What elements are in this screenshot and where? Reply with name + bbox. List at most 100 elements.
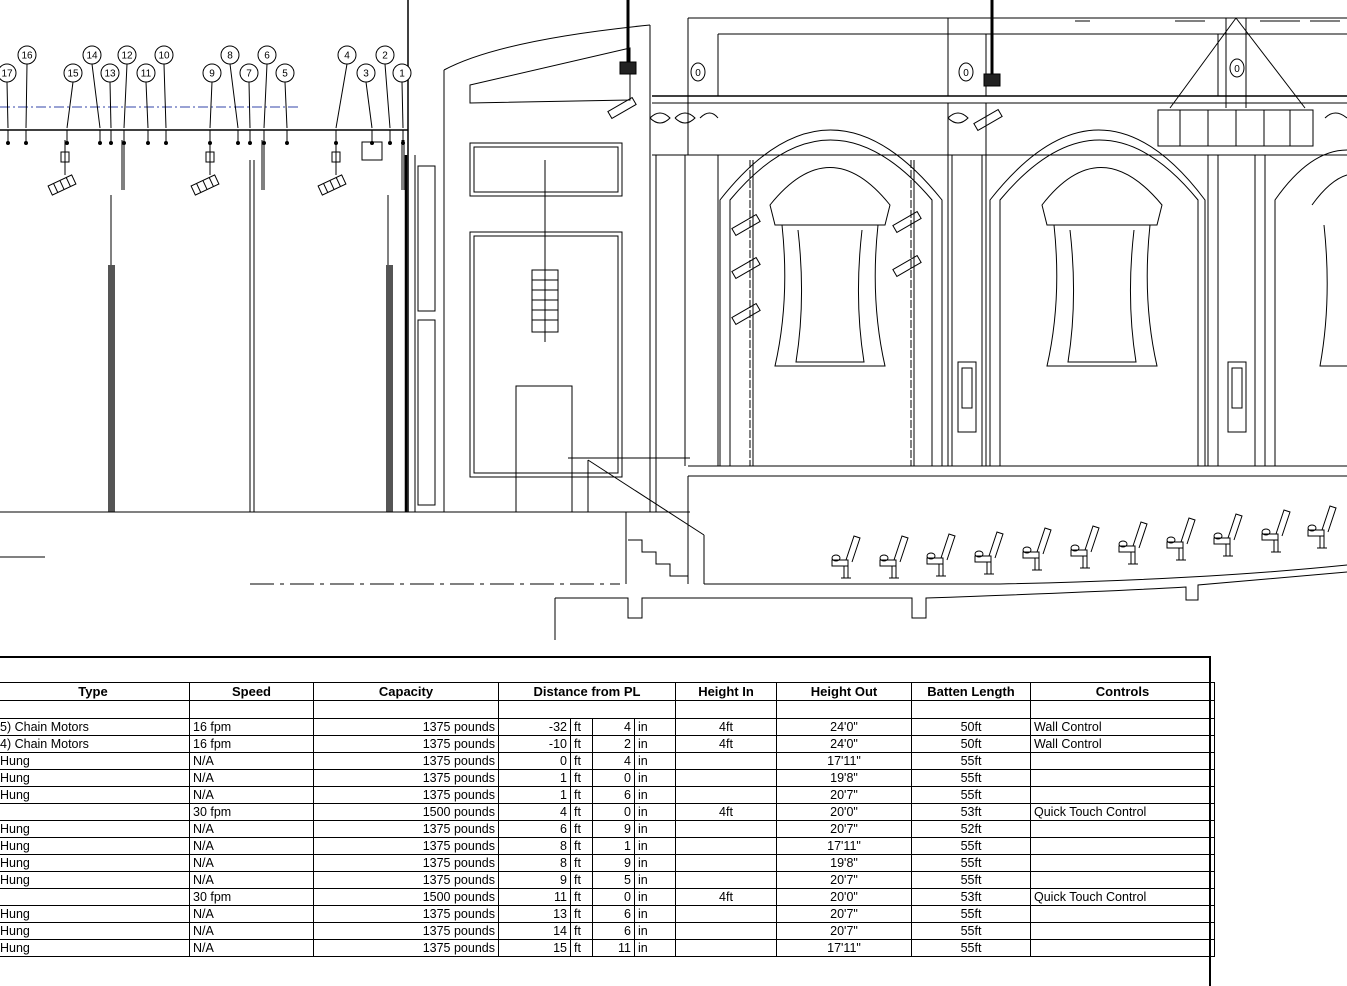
cell-height-in: 4ft	[675, 888, 777, 906]
cell-type	[0, 803, 190, 821]
cell-batten: 55ft	[911, 871, 1031, 889]
line-set-bubble	[117, 45, 137, 65]
cell-in-val: 6	[592, 922, 635, 940]
ceiling-marks: 0 0 0	[690, 58, 1245, 82]
cell-height-in	[675, 837, 777, 855]
cell-ft-unit: ft	[570, 735, 593, 753]
cell-in-unit: in	[634, 769, 676, 787]
batten-hook-end	[236, 141, 240, 145]
line-set-number: 2	[382, 51, 388, 62]
cell-ft-val: 6	[498, 820, 571, 838]
cell-ft-val: -32	[498, 718, 571, 736]
cell-type: Hung	[0, 939, 190, 957]
cell-height-in	[675, 786, 777, 804]
cell-batten: 55ft	[911, 837, 1031, 855]
cell-controls	[1030, 939, 1215, 957]
cell-in-val: 9	[592, 854, 635, 872]
leader-line	[401, 81, 404, 129]
table-header-row: Type Speed Capacity Distance from PL Hei…	[0, 682, 1215, 701]
cell-controls: Quick Touch Control	[1030, 888, 1215, 906]
cell-in-unit: in	[634, 803, 676, 821]
cell-height-in	[675, 769, 777, 787]
batten-hook-end	[24, 141, 28, 145]
cell-ft-val: 11	[498, 888, 571, 906]
cell-speed: N/A	[189, 786, 314, 804]
column-header-distance: Distance from PL	[498, 682, 676, 701]
cell-speed: N/A	[189, 922, 314, 940]
cell-capacity: 1375 pounds	[313, 905, 499, 923]
line-set-number: 12	[121, 51, 133, 62]
line-set-bubble	[239, 63, 259, 83]
cell-ft-unit: ft	[570, 837, 593, 855]
cell-ft-unit: ft	[570, 854, 593, 872]
cell-height-out: 19'8"	[776, 769, 912, 787]
leader-line	[284, 81, 288, 129]
cell-in-val: 1	[592, 837, 635, 855]
cell-controls	[1030, 752, 1215, 770]
batten-hook-end	[6, 141, 10, 145]
cell-height-in	[675, 922, 777, 940]
proscenium-wall	[414, 24, 705, 584]
cell-speed: N/A	[189, 820, 314, 838]
theatre-seat	[1118, 521, 1148, 565]
cell-ft-val: 1	[498, 769, 571, 787]
column-header-height-in: Height In	[675, 682, 777, 701]
cell-speed: N/A	[189, 752, 314, 770]
line-set-number: 1	[399, 69, 405, 80]
cell-speed: N/A	[189, 769, 314, 787]
cell-capacity: 1375 pounds	[313, 820, 499, 838]
cell-in-val: 4	[592, 752, 635, 770]
cell-height-out: 19'8"	[776, 854, 912, 872]
line-set-number: 3	[363, 69, 369, 80]
cell-height-in: 4ft	[675, 803, 777, 821]
line-set-bubble	[17, 45, 37, 65]
cell-controls: Quick Touch Control	[1030, 803, 1215, 821]
cell-in-unit: in	[634, 939, 676, 957]
cell-height-out: 20'7"	[776, 871, 912, 889]
line-set-number: 14	[86, 51, 98, 62]
leader-line	[109, 81, 112, 129]
cell-type: Hung	[0, 786, 190, 804]
cell-batten: 55ft	[911, 922, 1031, 940]
cell-ft-unit: ft	[570, 820, 593, 838]
theatre-seat	[1070, 525, 1100, 569]
line-set-bubble	[202, 63, 222, 83]
cell-type: Hung	[0, 905, 190, 923]
batten-hook-end	[164, 141, 168, 145]
cell-type: Hung	[0, 871, 190, 889]
cell-ft-val: 8	[498, 854, 571, 872]
cell-ft-unit: ft	[570, 922, 593, 940]
line-set-number: 11	[141, 69, 152, 80]
leader-line	[384, 63, 391, 129]
cell-height-in	[675, 871, 777, 889]
cell-in-val: 0	[592, 888, 635, 906]
cell-height-in	[675, 939, 777, 957]
cell-batten: 52ft	[911, 820, 1031, 838]
theatre-seat	[879, 535, 909, 579]
cell-in-unit: in	[634, 837, 676, 855]
cell-capacity: 1375 pounds	[313, 837, 499, 855]
cell-ft-unit: ft	[570, 803, 593, 821]
cell-capacity: 1375 pounds	[313, 786, 499, 804]
cell-height-in	[675, 854, 777, 872]
line-set-number: 13	[104, 69, 116, 80]
cell-speed: N/A	[189, 854, 314, 872]
cell-ft-unit: ft	[570, 786, 593, 804]
leader-line	[248, 81, 251, 129]
batten-hook-end	[146, 141, 150, 145]
cell-type: Hung	[0, 922, 190, 940]
cell-height-out: 20'7"	[776, 905, 912, 923]
cell-batten: 55ft	[911, 769, 1031, 787]
leader-line	[163, 63, 167, 129]
cell-height-in	[675, 905, 777, 923]
column-header-height-out: Height Out	[776, 682, 912, 701]
